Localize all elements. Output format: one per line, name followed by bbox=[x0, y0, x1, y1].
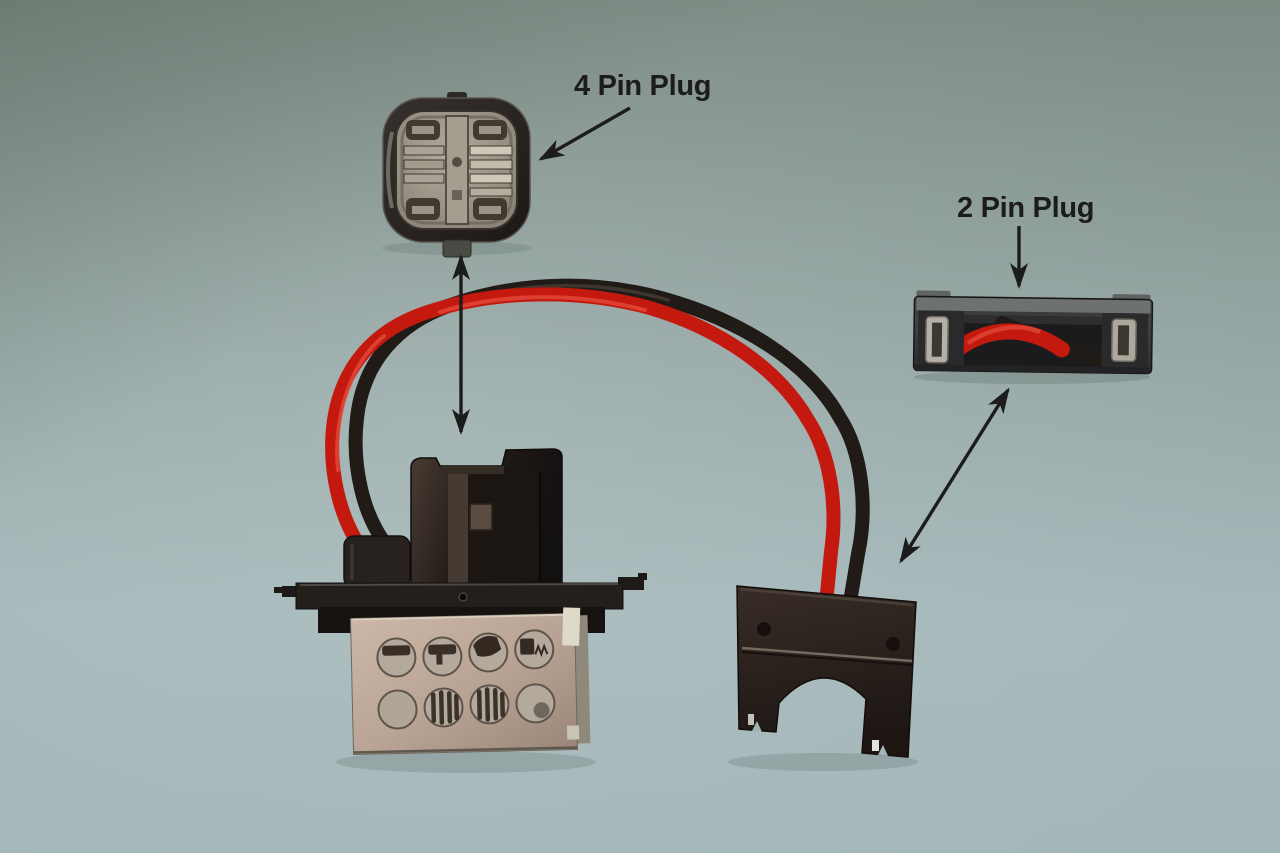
four-pin-plug bbox=[382, 92, 531, 258]
two-pin-bottom-strip bbox=[915, 364, 1150, 374]
two-pin-plug-label: 2 Pin Plug bbox=[957, 192, 1095, 224]
wire-boot bbox=[343, 535, 411, 589]
plug-rib-detail bbox=[452, 157, 462, 167]
mounting-bracket bbox=[736, 585, 917, 758]
plug-key-metal bbox=[479, 206, 501, 214]
flange-highlight bbox=[299, 583, 619, 586]
plug-key-metal bbox=[412, 206, 434, 214]
two-pin-top-lip bbox=[916, 297, 1151, 314]
four-pin-plug-label: 4 Pin Plug bbox=[574, 70, 712, 102]
two-pin-lip-shadow bbox=[916, 310, 1151, 319]
bracket-rivet bbox=[757, 622, 771, 636]
mounting-tab-left-nub bbox=[274, 587, 284, 593]
wire-loop bbox=[325, 278, 870, 615]
two-pin-red-wire-highlight bbox=[966, 325, 1041, 345]
resistor-hole-shadow bbox=[533, 702, 550, 719]
metal-box-top-highlight bbox=[352, 613, 573, 621]
plug-shell-sheen bbox=[386, 131, 394, 209]
plug-key-metal bbox=[479, 126, 501, 134]
bracket-ridge-shadow bbox=[741, 651, 913, 666]
bracket-leg-notch bbox=[878, 745, 888, 756]
arrow-to-four-pin-plug bbox=[538, 106, 631, 161]
resistor-hole bbox=[377, 689, 418, 730]
plug-key-metal bbox=[412, 126, 434, 134]
two-pin-plug bbox=[912, 290, 1154, 375]
plug-terminal-blades-right bbox=[469, 145, 513, 197]
resistor-hole-terminal bbox=[428, 644, 457, 655]
resistor-holes-bottom-row bbox=[377, 683, 556, 730]
label-tag bbox=[562, 607, 581, 646]
mounting-tab-left bbox=[282, 586, 300, 597]
bracket-leg-tip-highlight bbox=[748, 714, 754, 725]
resistor-hole bbox=[376, 637, 417, 678]
resistor-holes-top-row bbox=[376, 629, 555, 678]
two-pin-terminal-left bbox=[917, 310, 965, 368]
connector-tower-lip bbox=[440, 466, 504, 474]
two-pin-terminal-right bbox=[1101, 312, 1149, 368]
annotation-arrows bbox=[452, 106, 1028, 564]
resistor-hole-terminal bbox=[520, 638, 535, 655]
flange-screw-dot bbox=[458, 592, 468, 602]
resistor-hole-terminal bbox=[473, 635, 502, 657]
metal-box-bottom-edge bbox=[353, 746, 578, 754]
resistor-hole-teeth bbox=[534, 643, 549, 658]
red-wire bbox=[325, 287, 841, 611]
connector-tower-latch bbox=[469, 503, 493, 531]
mounting-tab-right-nub bbox=[638, 573, 647, 580]
resistor-coil bbox=[430, 690, 460, 725]
mounting-tab-right bbox=[618, 577, 644, 590]
plug-rib-detail bbox=[452, 190, 462, 200]
bracket-body bbox=[736, 585, 917, 758]
plug-terminal-blades-left bbox=[403, 145, 445, 184]
double-arrow-two-pin-bracket bbox=[899, 387, 1010, 564]
resistor-coil bbox=[476, 687, 505, 722]
resistor-assembly bbox=[274, 448, 647, 756]
bracket-leg-notch bbox=[752, 721, 762, 732]
bracket-rivet bbox=[886, 637, 900, 651]
resistor-metal-box bbox=[349, 607, 591, 756]
resistor-hole-terminal bbox=[382, 645, 411, 656]
metal-box-corner-notch bbox=[566, 725, 580, 740]
plug-bottom-tab bbox=[442, 239, 472, 258]
bracket-top-highlight bbox=[739, 587, 914, 607]
resistor-hole-terminal bbox=[436, 652, 443, 665]
resistor-hole bbox=[422, 636, 463, 677]
resistor-hole bbox=[515, 683, 556, 724]
connector-tower-inner-face bbox=[448, 470, 468, 583]
bracket-leg-tip-highlight bbox=[872, 740, 879, 751]
plug-center-rib bbox=[445, 115, 469, 225]
bracket-ridge bbox=[741, 646, 913, 663]
